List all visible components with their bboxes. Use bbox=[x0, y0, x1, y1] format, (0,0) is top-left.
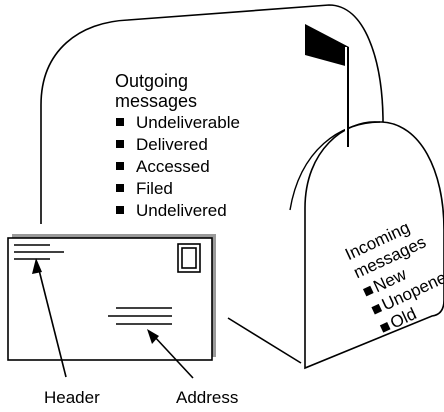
address-callout-label: Address bbox=[176, 388, 238, 407]
outgoing-title-line1: Outgoing bbox=[115, 71, 188, 91]
bullet-icon bbox=[116, 162, 124, 170]
header-callout-label: Header bbox=[44, 388, 100, 407]
outgoing-item: Delivered bbox=[136, 135, 208, 154]
mailbox-front bbox=[304, 121, 444, 370]
outgoing-item: Filed bbox=[136, 179, 173, 198]
header-callout-arrow bbox=[32, 258, 67, 378]
outgoing-title-line2: messages bbox=[115, 91, 197, 111]
envelope-header-lines bbox=[14, 244, 64, 260]
outgoing-item: Accessed bbox=[136, 157, 210, 176]
bullet-icon bbox=[379, 321, 391, 333]
stamp-icon bbox=[177, 243, 201, 273]
outgoing-list: Undeliverable Delivered Accessed Filed U… bbox=[116, 113, 240, 220]
address-callout-arrow bbox=[147, 329, 194, 379]
flag-icon bbox=[305, 24, 349, 147]
envelope-address-lines bbox=[108, 307, 172, 325]
mailbox-body bbox=[40, 4, 384, 364]
bullet-icon bbox=[116, 140, 124, 148]
outgoing-item: Undeliverable bbox=[136, 113, 240, 132]
outgoing-item: Undelivered bbox=[136, 201, 227, 220]
bullet-icon bbox=[371, 303, 383, 315]
bullet-icon bbox=[116, 118, 124, 126]
bullet-icon bbox=[362, 285, 374, 297]
bullet-icon bbox=[116, 184, 124, 192]
bullet-icon bbox=[116, 206, 124, 214]
mailbox-seam bbox=[289, 121, 381, 211]
